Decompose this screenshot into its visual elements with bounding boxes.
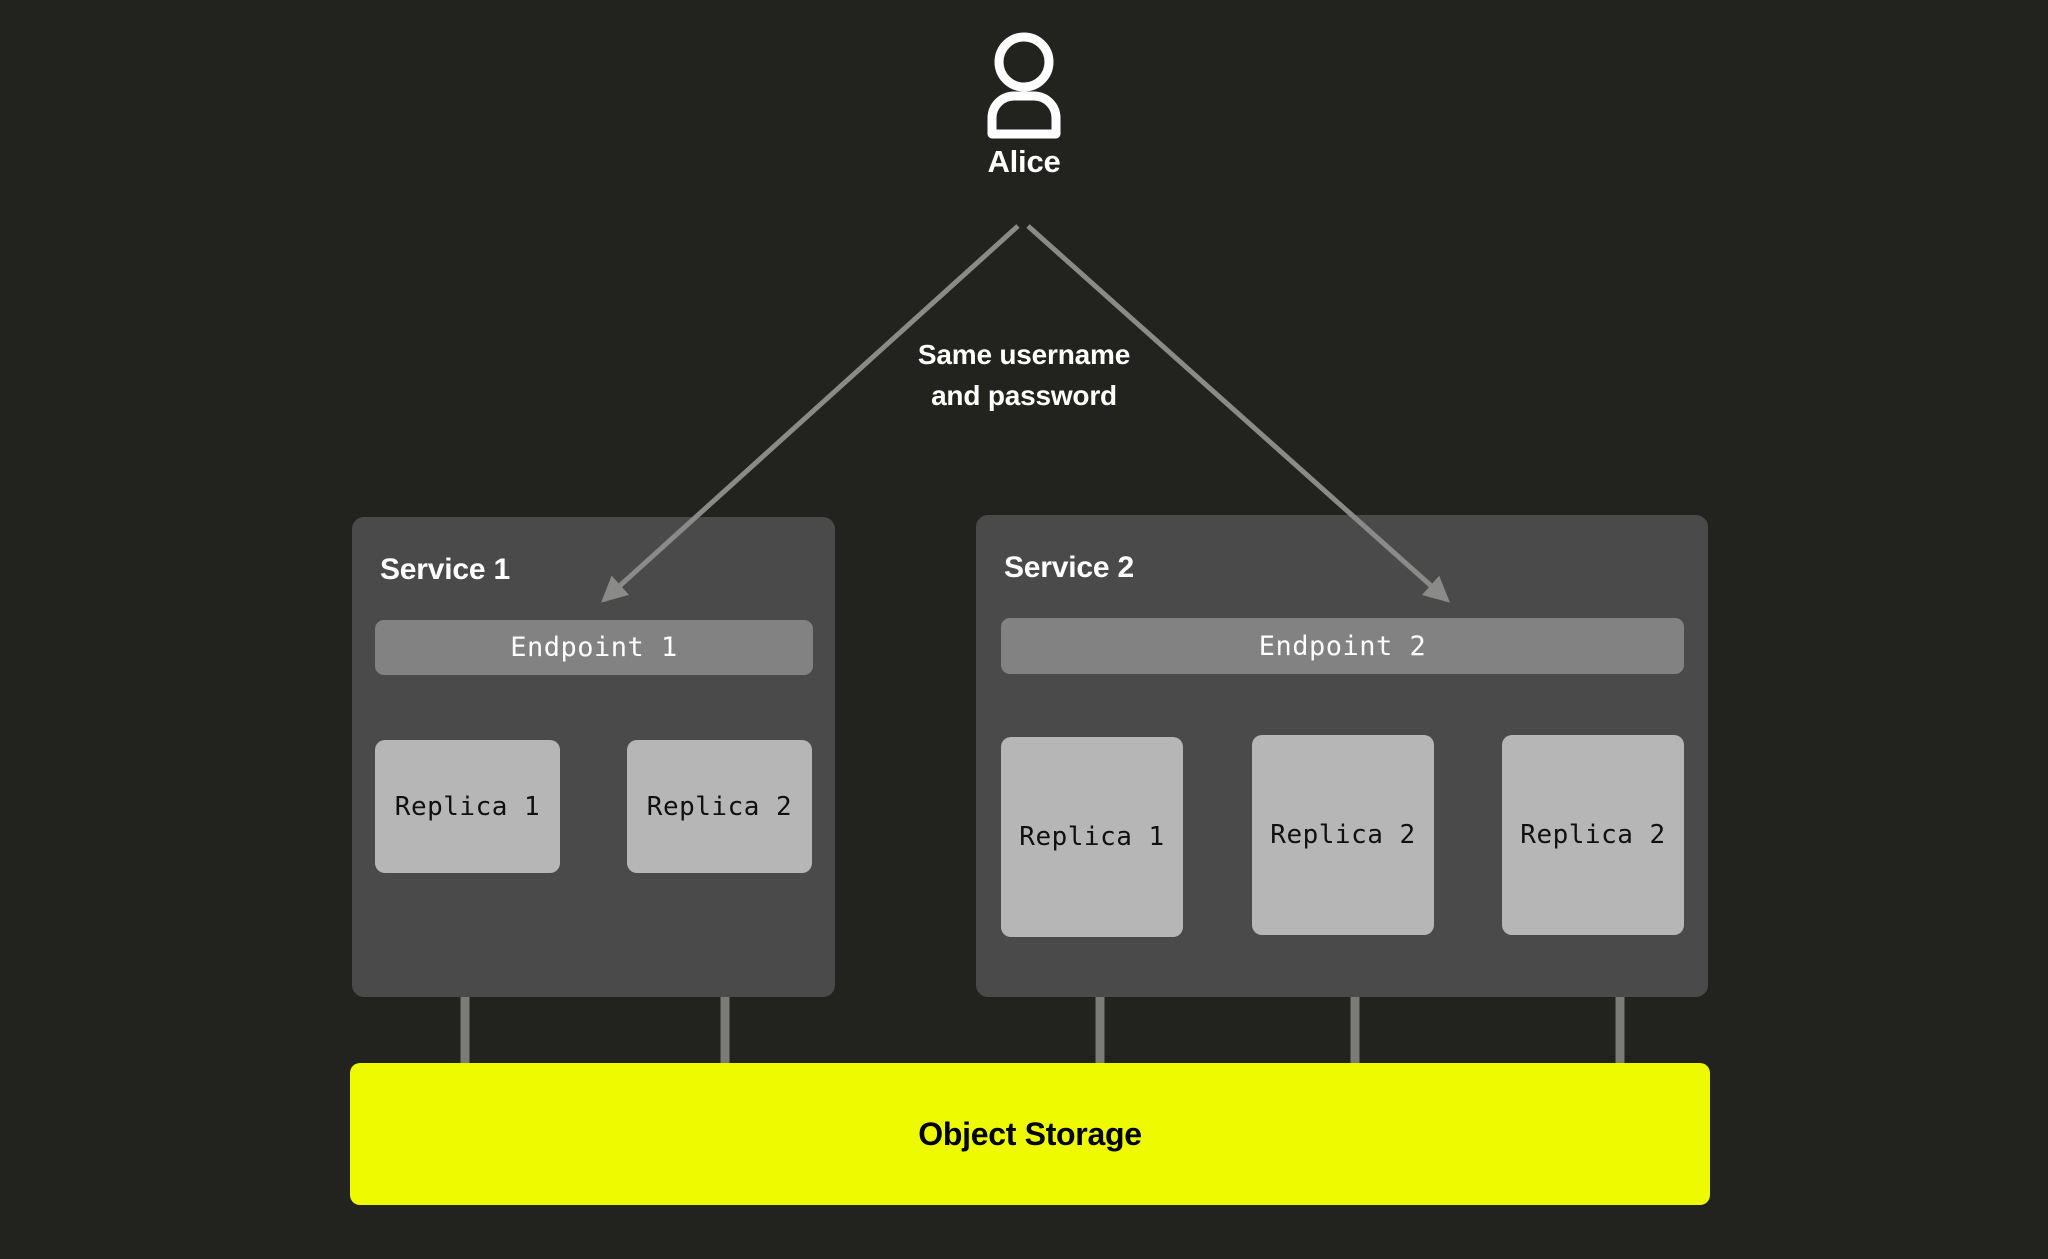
service-1-title: Service 1 [380,553,510,586]
auth-caption-line1: Same username [917,339,1131,370]
service-2-title: Service 2 [1004,551,1134,584]
service-2-replica-3[interactable]: Replica 2 [1502,735,1684,935]
user-icon [987,32,1061,139]
service-1-replica-1[interactable]: Replica 1 [375,740,560,873]
actor-name: Alice [987,144,1061,179]
actor-alice: Alice [0,30,2048,180]
service-2-replica-1[interactable]: Replica 1 [1001,737,1183,937]
service-2-replica-2[interactable]: Replica 2 [1252,735,1434,935]
endpoint-1[interactable]: Endpoint 1 [375,620,813,675]
object-storage-bar[interactable]: Object Storage [350,1063,1710,1205]
endpoint-2[interactable]: Endpoint 2 [1001,618,1684,674]
auth-caption: Same username and password [724,334,1324,416]
object-storage-label: Object Storage [918,1115,1142,1152]
service-1-replica-2[interactable]: Replica 2 [627,740,812,873]
auth-caption-line2: and password [931,380,1117,411]
